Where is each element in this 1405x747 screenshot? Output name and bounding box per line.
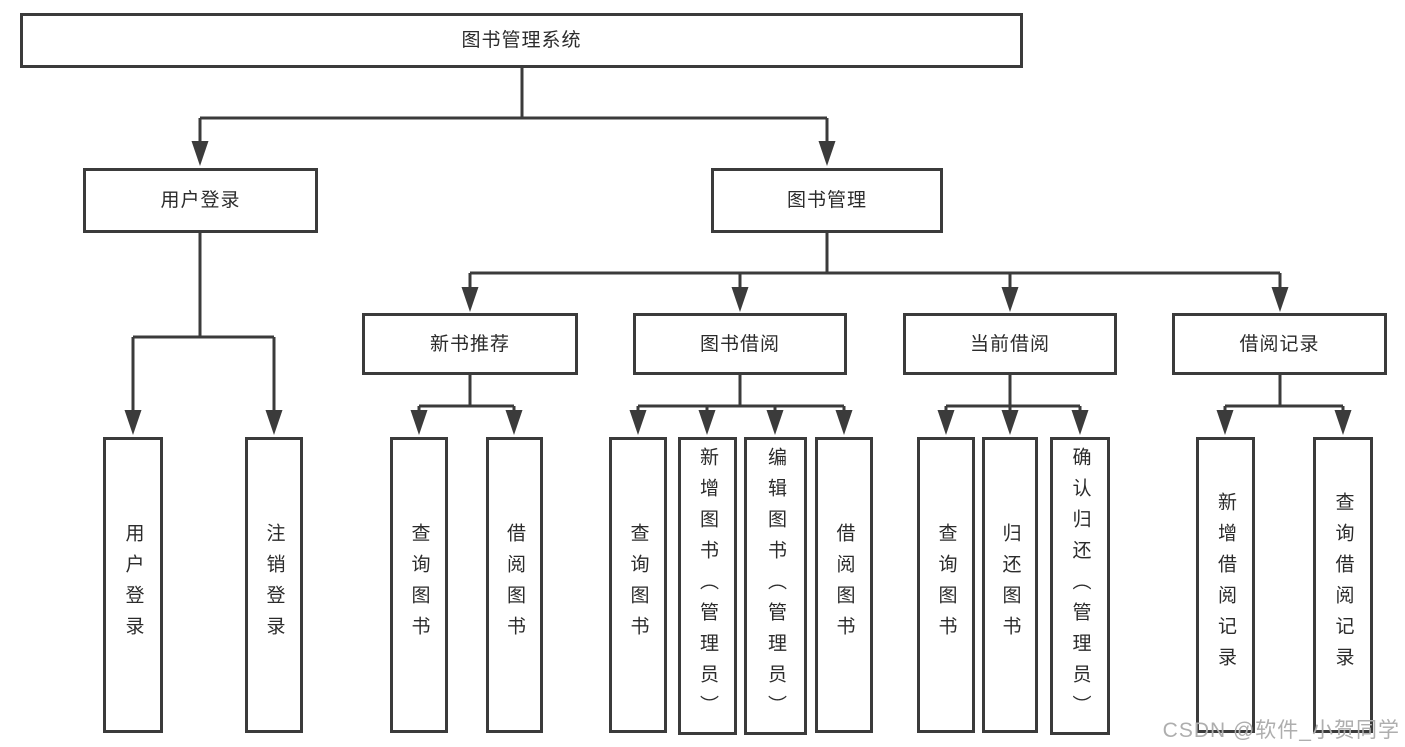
node-root-label: 图书管理系统: [461, 30, 582, 51]
leaf-cb-confirm-return-admin-label: 确认归还（管理员）: [1069, 446, 1091, 726]
leaf-bb-query-books-label: 查询图书: [627, 523, 649, 647]
leaf-cb-query-books-label: 查询图书: [935, 523, 957, 647]
leaf-bb-query-books: 查询图书: [609, 437, 667, 733]
leaf-bb-borrow-books: 借阅图书: [815, 437, 873, 733]
leaf-bb-edit-books-admin-label: 编辑图书（管理员）: [765, 446, 786, 726]
node-new-book-recommend-label: 新书推荐: [429, 333, 510, 355]
node-book-management: 图书管理: [711, 168, 943, 233]
leaf-br-add-record: 新增借阅记录: [1196, 437, 1255, 733]
node-borrow-records: 借阅记录: [1172, 313, 1387, 375]
leaf-cb-return-books: 归还图书: [982, 437, 1038, 733]
node-new-book-recommend: 新书推荐: [362, 313, 578, 375]
leaf-br-add-record-label: 新增借阅记录: [1215, 492, 1236, 678]
node-user-login-label: 用户登录: [160, 190, 241, 211]
leaf-br-query-record: 查询借阅记录: [1313, 437, 1373, 733]
leaf-bb-add-books-admin-label: 新增图书（管理员）: [697, 446, 718, 726]
node-current-borrow-label: 当前借阅: [969, 333, 1050, 355]
watermark: CSDN @软件_小贺同学: [1162, 719, 1400, 742]
node-book-borrow: 图书借阅: [633, 313, 847, 375]
leaf-nbr-query-books-label: 查询图书: [408, 523, 430, 647]
node-root: 图书管理系统: [20, 13, 1023, 68]
node-current-borrow: 当前借阅: [903, 313, 1117, 375]
leaf-user-login-label: 用户登录: [122, 523, 144, 647]
leaf-bb-edit-books-admin: 编辑图书（管理员）: [744, 437, 807, 735]
leaf-br-query-record-label: 查询借阅记录: [1332, 492, 1354, 678]
leaf-user-login: 用户登录: [103, 437, 163, 733]
leaf-bb-add-books-admin: 新增图书（管理员）: [678, 437, 737, 735]
leaf-cb-query-books: 查询图书: [917, 437, 975, 733]
leaf-cb-confirm-return-admin: 确认归还（管理员）: [1050, 437, 1110, 735]
node-borrow-records-label: 借阅记录: [1239, 333, 1320, 355]
node-book-management-label: 图书管理: [786, 190, 867, 211]
leaf-logout-label: 注销登录: [263, 523, 285, 647]
node-book-borrow-label: 图书借阅: [699, 333, 780, 355]
leaf-bb-borrow-books-label: 借阅图书: [833, 523, 855, 647]
leaf-nbr-query-books: 查询图书: [390, 437, 448, 733]
node-user-login: 用户登录: [83, 168, 318, 233]
leaf-nbr-borrow-books: 借阅图书: [486, 437, 543, 733]
leaf-cb-return-books-label: 归还图书: [999, 523, 1021, 647]
leaf-nbr-borrow-books-label: 借阅图书: [504, 523, 525, 647]
leaf-logout: 注销登录: [245, 437, 303, 733]
